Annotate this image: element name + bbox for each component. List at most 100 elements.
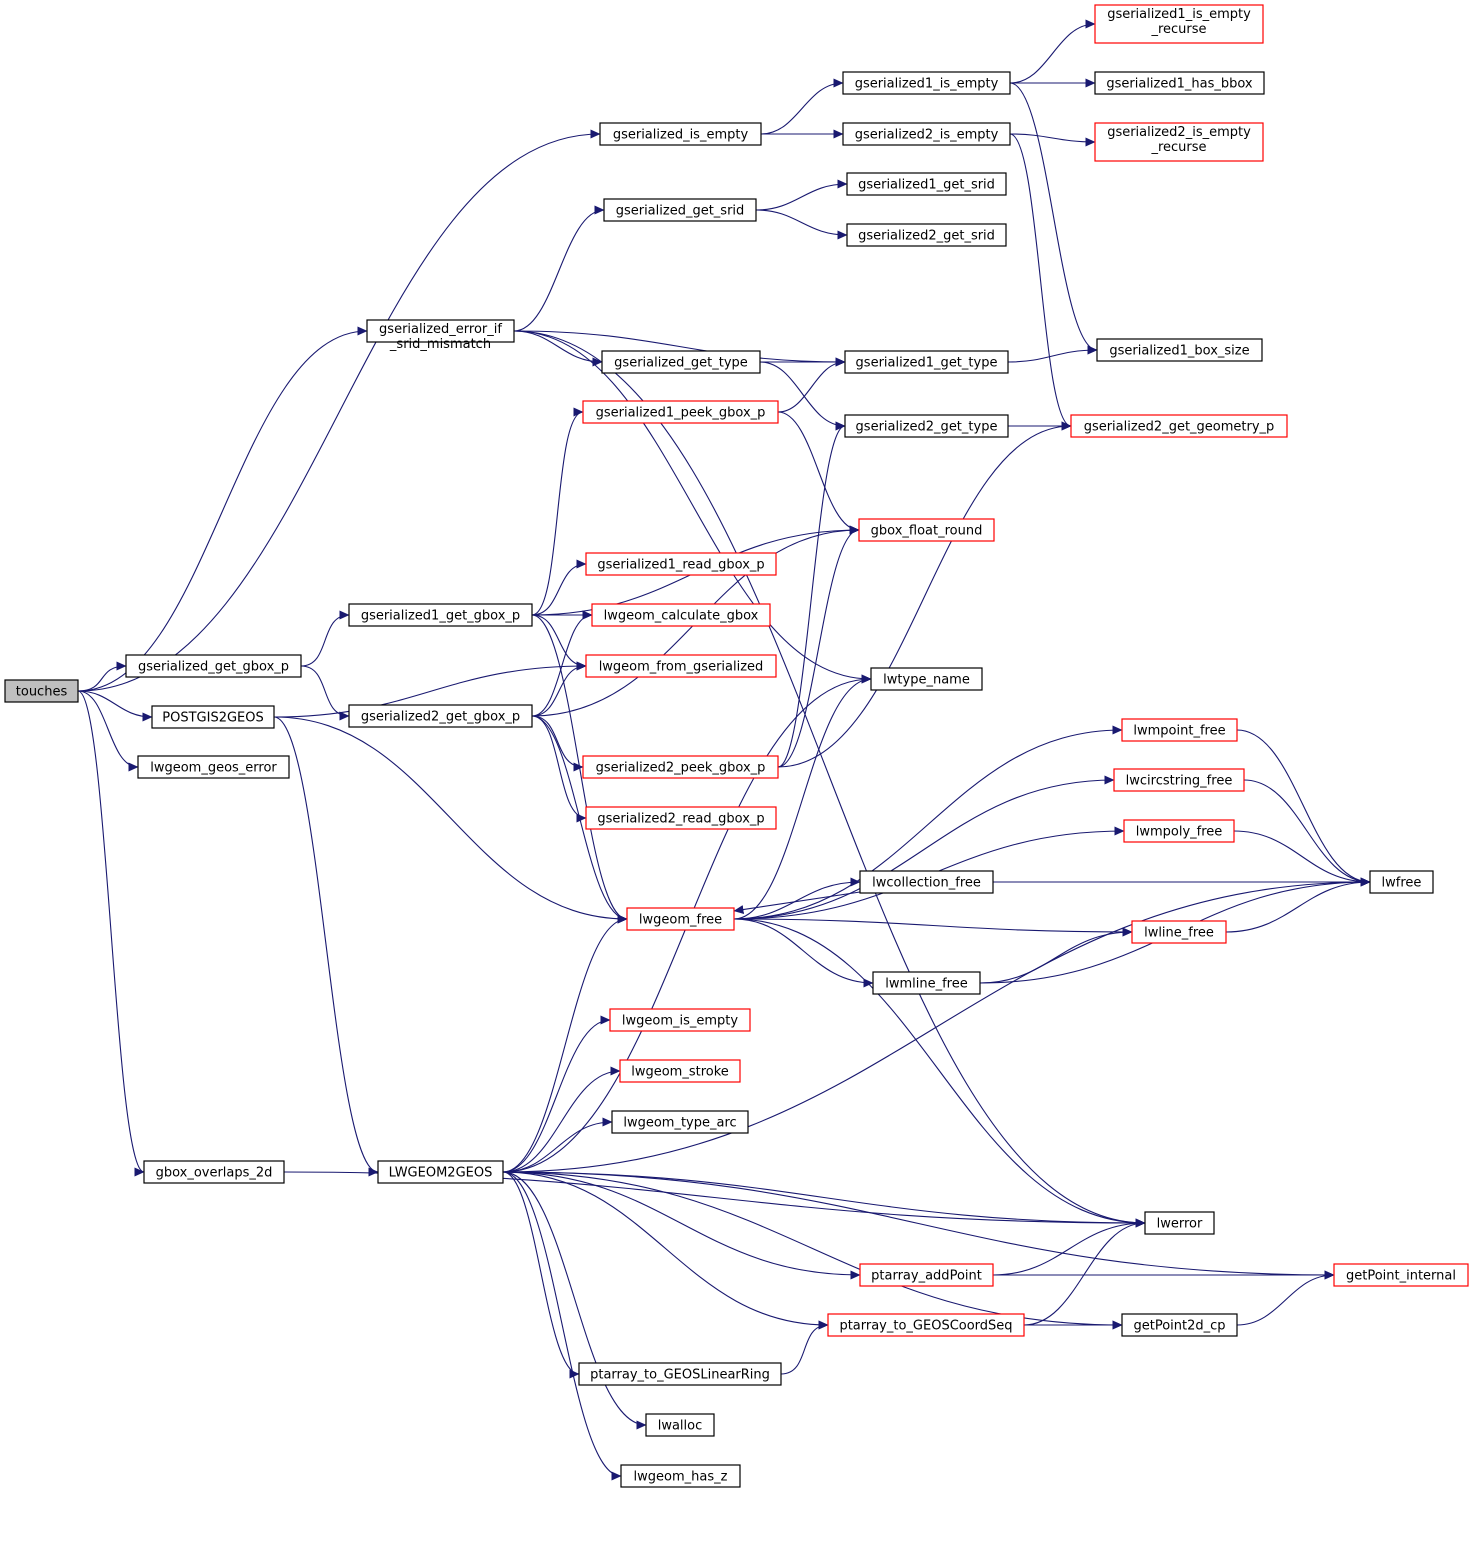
- edge-gserialized_error_if_srid_mismatch-to-gserialized_get_type: [513, 330, 603, 367]
- node-gbox_float_round[interactable]: gbox_float_round: [858, 518, 995, 542]
- node-touches[interactable]: touches: [4, 679, 79, 703]
- node-box: [842, 71, 1011, 95]
- node-label: gbox_overlaps_2d: [156, 1166, 273, 1181]
- edge-lwcircstring_free-to-lwfree: [1243, 779, 1371, 887]
- node-box: [1131, 920, 1227, 944]
- edge-lwmpoint_free-to-lwfree: [1236, 729, 1371, 887]
- node-ptarray_addPoint[interactable]: ptarray_addPoint: [859, 1263, 994, 1287]
- node-lwgeom_is_empty[interactable]: lwgeom_is_empty: [609, 1008, 751, 1032]
- edge-touches-to-POSTGIS2GEOS: [77, 690, 153, 722]
- node-lwmpoly_free[interactable]: lwmpoly_free: [1123, 819, 1235, 843]
- node-box: [1094, 122, 1264, 162]
- node-lwcircstring_free[interactable]: lwcircstring_free: [1113, 768, 1245, 792]
- node-gserialized_get_type[interactable]: gserialized_get_type: [601, 350, 761, 374]
- node-gserialized_is_empty[interactable]: gserialized_is_empty: [599, 122, 762, 146]
- node-gserialized2_get_gbox_p[interactable]: gserialized2_get_gbox_p: [348, 704, 533, 728]
- edge-gserialized1_get_gbox_p-to-gserialized1_peek_gbox_p: [531, 407, 584, 616]
- node-box: [846, 223, 1007, 247]
- node-gserialized1_get_type[interactable]: gserialized1_get_type: [844, 350, 1009, 374]
- node-gserialized2_get_srid[interactable]: gserialized2_get_srid: [846, 223, 1007, 247]
- edge-getPoint2d_cp-to-getPoint_internal: [1236, 1270, 1335, 1326]
- node-box: [827, 1313, 1025, 1337]
- node-box: [143, 1160, 285, 1184]
- edge-gserialized_get_srid-to-gserialized1_get_srid: [755, 179, 848, 211]
- node-label: _srid_mismatch: [389, 337, 491, 352]
- node-lwgeom_free[interactable]: lwgeom_free: [626, 907, 735, 931]
- node-box: [1070, 414, 1288, 438]
- node-lwerror[interactable]: lwerror: [1144, 1211, 1215, 1235]
- node-gserialized2_get_type[interactable]: gserialized2_get_type: [844, 414, 1009, 438]
- node-gserialized2_read_gbox_p[interactable]: gserialized2_read_gbox_p: [585, 806, 777, 830]
- node-label: gserialized2_get_srid: [858, 229, 995, 244]
- node-ptarray_to_GEOSCoordSeq[interactable]: ptarray_to_GEOSCoordSeq: [827, 1313, 1025, 1337]
- node-label: ptarray_addPoint: [871, 1269, 982, 1284]
- node-box: [609, 1008, 751, 1032]
- node-label: lwmpoly_free: [1136, 825, 1223, 840]
- node-label: lwfree: [1382, 876, 1422, 891]
- node-label: gserialized_get_srid: [616, 204, 745, 219]
- node-lwmpoint_free[interactable]: lwmpoint_free: [1121, 718, 1238, 742]
- node-lwgeom_calculate_gbox[interactable]: lwgeom_calculate_gbox: [591, 603, 771, 627]
- node-gserialized1_peek_gbox_p[interactable]: gserialized1_peek_gbox_p: [582, 400, 779, 424]
- node-lwcollection_free[interactable]: lwcollection_free: [859, 870, 994, 894]
- node-box: [620, 1464, 741, 1488]
- edge-gserialized1_is_empty-to-gserialized1_is_empty_recurse: [1009, 19, 1096, 84]
- edge-LWGEOM2GEOS-to-lwfree: [502, 877, 1371, 1173]
- node-box: [4, 679, 79, 703]
- node-label: lwgeom_is_empty: [622, 1014, 739, 1029]
- node-label: gserialized_get_gbox_p: [138, 660, 289, 675]
- edge-LWGEOM2GEOS-to-ptarray_addPoint: [502, 1171, 861, 1280]
- edge-touches-to-gbox_overlaps_2d: [77, 690, 145, 1177]
- node-label: gserialized1_is_empty: [1107, 7, 1251, 22]
- edge-gserialized_error_if_srid_mismatch-to-lwtype_name: [513, 330, 872, 684]
- node-box: [601, 350, 761, 374]
- node-lwmline_free[interactable]: lwmline_free: [872, 971, 981, 995]
- node-lwgeom_stroke[interactable]: lwgeom_stroke: [619, 1059, 741, 1083]
- node-label: lwgeom_free: [639, 913, 722, 928]
- node-box: [1123, 819, 1235, 843]
- edge-lwgeom_free-to-lwcollection_free: [733, 877, 861, 920]
- node-gserialized1_is_empty_recurse[interactable]: gserialized1_is_empty_recurse: [1094, 4, 1264, 44]
- node-label: lwalloc: [658, 1419, 703, 1434]
- node-gserialized_error_if_srid_mismatch[interactable]: gserialized_error_if_srid_mismatch: [366, 319, 515, 352]
- edge-gserialized2_peek_gbox_p-to-gserialized2_get_geometry_p: [777, 421, 1072, 768]
- node-gserialized1_get_srid[interactable]: gserialized1_get_srid: [846, 172, 1007, 196]
- node-box: [1113, 768, 1245, 792]
- node-box: [585, 654, 777, 678]
- node-lwgeom_has_z[interactable]: lwgeom_has_z: [620, 1464, 741, 1488]
- node-lwtype_name[interactable]: lwtype_name: [870, 667, 983, 691]
- node-lwgeom_type_arc[interactable]: lwgeom_type_arc: [611, 1110, 749, 1134]
- node-label: lwline_free: [1144, 926, 1214, 941]
- node-gserialized_get_srid[interactable]: gserialized_get_srid: [603, 198, 757, 222]
- node-gserialized1_read_gbox_p[interactable]: gserialized1_read_gbox_p: [585, 552, 777, 576]
- node-gserialized2_is_empty_recurse[interactable]: gserialized2_is_empty_recurse: [1094, 122, 1264, 162]
- node-gserialized1_has_bbox[interactable]: gserialized1_has_bbox: [1094, 71, 1265, 95]
- node-lwgeom_geos_error[interactable]: lwgeom_geos_error: [137, 755, 290, 779]
- node-gserialized2_get_geometry_p[interactable]: gserialized2_get_geometry_p: [1070, 414, 1288, 438]
- edge-gserialized_error_if_srid_mismatch-to-lwerror: [513, 330, 1146, 1228]
- node-gserialized2_peek_gbox_p[interactable]: gserialized2_peek_gbox_p: [582, 755, 779, 779]
- node-gserialized2_is_empty[interactable]: gserialized2_is_empty: [842, 122, 1011, 146]
- node-gserialized1_get_gbox_p[interactable]: gserialized1_get_gbox_p: [348, 603, 533, 627]
- node-label: gserialized1_get_gbox_p: [361, 609, 520, 624]
- node-lwline_free[interactable]: lwline_free: [1131, 920, 1227, 944]
- node-lwgeom_from_gserialized[interactable]: lwgeom_from_gserialized: [585, 654, 777, 678]
- node-POSTGIS2GEOS[interactable]: POSTGIS2GEOS: [151, 705, 275, 729]
- node-lwalloc[interactable]: lwalloc: [645, 1413, 715, 1437]
- node-gserialized_get_gbox_p[interactable]: gserialized_get_gbox_p: [125, 654, 302, 678]
- node-label: lwgeom_stroke: [631, 1065, 729, 1080]
- node-ptarray_to_GEOSLinearRing[interactable]: ptarray_to_GEOSLinearRing: [578, 1362, 782, 1386]
- node-label: lwgeom_type_arc: [623, 1116, 736, 1131]
- node-getPoint2d_cp[interactable]: getPoint2d_cp: [1121, 1313, 1238, 1337]
- edges-layer: [77, 19, 1371, 1481]
- node-getPoint_internal[interactable]: getPoint_internal: [1333, 1263, 1469, 1287]
- node-box: [599, 122, 762, 146]
- node-lwfree[interactable]: lwfree: [1369, 870, 1434, 894]
- node-gserialized1_is_empty[interactable]: gserialized1_is_empty: [842, 71, 1011, 95]
- node-box: [591, 603, 771, 627]
- node-gbox_overlaps_2d[interactable]: gbox_overlaps_2d: [143, 1160, 285, 1184]
- node-LWGEOM2GEOS[interactable]: LWGEOM2GEOS: [377, 1160, 504, 1184]
- node-gserialized1_box_size[interactable]: gserialized1_box_size: [1096, 338, 1263, 362]
- edge-gserialized2_get_gbox_p-to-gserialized2_peek_gbox_p: [531, 715, 584, 772]
- edge-lwgeom_free-to-lwerror: [733, 918, 1146, 1228]
